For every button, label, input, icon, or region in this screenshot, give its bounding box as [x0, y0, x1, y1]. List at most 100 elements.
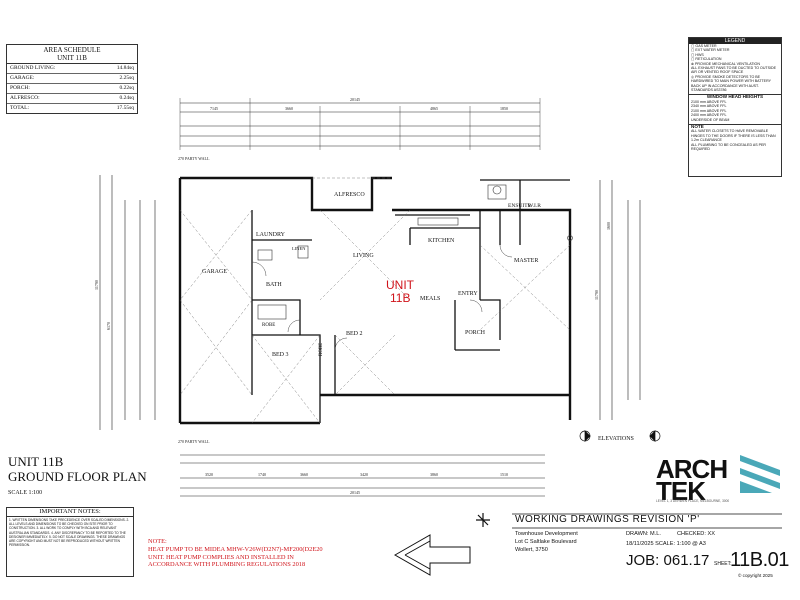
legend-panel: LEGEND ▢ GAS METER ▢ EXT WATER METER ▢ H…	[688, 37, 782, 177]
area-value: 14.84sq	[116, 65, 134, 71]
drawn-by: DRAWN: M.L.	[626, 531, 661, 537]
project-site-2: Wollert, 3750	[515, 547, 548, 553]
drawing-scale: SCALE 1:100	[8, 490, 43, 496]
area-label: GARAGE:	[10, 75, 35, 81]
window-row: 2100 mm ABOVE FFL	[691, 99, 727, 104]
area-value: 0.24sq	[119, 95, 134, 101]
area-schedule-title: AREA SCHEDULE	[43, 46, 101, 54]
area-row-total: TOTAL: 17.55sq	[7, 104, 137, 113]
area-schedule-subtitle: UNIT 11B	[57, 54, 87, 62]
room-bath: BATH	[266, 282, 282, 288]
window-head-heights-title: WINDOW HEAD HEIGHTS	[689, 94, 781, 99]
important-notes: IMPORTANT NOTES: 1. WRITTEN DIMENSIONS T…	[6, 507, 134, 577]
area-label: PORCH:	[10, 85, 30, 91]
dim-top-2: 3660	[285, 106, 293, 111]
room-bed2: BED 2	[346, 331, 363, 337]
company-address: LEVEL 1, 3 DERWEN PLACE, MELBOURNE, 3000	[656, 499, 730, 503]
party-wall-bottom: 270 PARTY WALL	[178, 439, 210, 444]
room-ensuite: ENSUITE	[508, 203, 532, 209]
legend-title: LEGEND	[689, 38, 781, 44]
room-kitchen: KITCHEN	[428, 238, 455, 244]
dimension-labels: 20145 7145 3660 4865 1850 20145 3520 174…	[94, 97, 611, 495]
area-value: 17.55sq	[116, 105, 134, 111]
heat-pump-note-title: NOTE:	[148, 538, 167, 545]
legend-item-text: EXT WATER METER	[695, 48, 730, 53]
area-label: TOTAL:	[10, 105, 30, 111]
north-arrow-icon	[393, 534, 471, 576]
heat-pump-note-line: HEAT PUMP TO BE MIDEA MHW-V26W(D2N7)-MF2…	[148, 545, 323, 553]
company-logo-text: ARCH TEK	[656, 454, 728, 506]
unit-label-line2: 11B	[390, 291, 410, 305]
area-label: GROUND LIVING:	[10, 65, 56, 71]
legend-item: ▢ HWS	[691, 52, 704, 57]
room-laundry: LAUNDRY	[256, 232, 286, 238]
dim-top-3: 4865	[430, 106, 438, 111]
room-meals: MEALS	[420, 296, 440, 302]
legend-item-text: RETICULATION	[695, 57, 722, 62]
window-row: 2100 mm ABOVE FFL	[691, 108, 727, 113]
legend-item: ALL EXHAUST FANS TO BE DUCTED TO OUTSIDE…	[689, 66, 781, 75]
drawing-title-plan: GROUND FLOOR PLAN	[8, 469, 147, 484]
dim-top-4: 1850	[500, 106, 508, 111]
drawing-title-unit: UNIT 11B	[8, 454, 64, 469]
room-robe-1: ROBE	[262, 323, 275, 328]
dim-bottom-overall: 20145	[350, 490, 360, 495]
room-alfresco: ALFRESCO	[334, 192, 365, 198]
dim-left-1: 11790	[94, 280, 99, 290]
dim-right-1: 11790	[594, 290, 599, 300]
dim-bottom-2: 1740	[258, 472, 266, 477]
unit-label-line1: UNIT	[386, 278, 415, 292]
dim-top-1: 7145	[210, 106, 218, 111]
legend-item: ▢ RETICULATION	[691, 57, 722, 62]
legend-item-text: PROVIDE MECHANICAL VENTILATION	[695, 61, 760, 66]
project-name: Townhouse Development	[515, 531, 578, 537]
elevations-label: ELEVATIONS	[598, 436, 634, 442]
area-schedule-header: AREA SCHEDULE UNIT 11B	[7, 45, 137, 64]
important-notes-body: 1. WRITTEN DIMENSIONS TAKE PRECEDENCE OV…	[9, 518, 130, 548]
area-schedule: AREA SCHEDULE UNIT 11B GROUND LIVING: 14.…	[6, 44, 138, 114]
area-row-alfresco: ALFRESCO: 0.24sq	[7, 94, 137, 104]
room-wir: W.I.R	[528, 203, 541, 209]
legend-note-title: NOTE	[689, 123, 781, 129]
area-row-porch: PORCH:0.22sq	[7, 84, 137, 94]
room-robe-2: ROBE	[319, 343, 324, 356]
project-info: Townhouse Development Lot C Saltlake Bou…	[515, 530, 578, 554]
room-living: LIVING	[353, 253, 374, 259]
legend-item-text: PROVIDE SMOKE DETECTORS TO BE HARDWIRED …	[691, 74, 771, 93]
dim-bottom-3: 3660	[300, 472, 308, 477]
dim-bottom-5: 3860	[430, 472, 438, 477]
dim-bottom-6: 1510	[500, 472, 508, 477]
party-wall-top: 270 PARTY WALL	[178, 156, 210, 161]
legend-item: ▢ GAS METER	[691, 44, 717, 48]
important-notes-title: IMPORTANT NOTES:	[7, 508, 133, 517]
approval-seal-icon	[476, 513, 490, 527]
sheet-number: 11B.01	[730, 549, 789, 571]
legend-note: ALL WATER CLOSETS TO HAVE REMOVABLE HING…	[691, 129, 776, 143]
archtek-logo-icon	[740, 455, 780, 493]
area-value: 2.25sq	[119, 75, 134, 81]
dim-top-overall: 20145	[350, 97, 360, 102]
legend-item-text: ALL EXHAUST FANS TO BE DUCTED TO OUTSIDE…	[691, 66, 777, 75]
legend-item-text: GAS METER	[695, 44, 717, 48]
heat-pump-note-line: UNIT. HEAT PUMP COMPLIES AND INSTALLED I…	[148, 553, 294, 561]
dim-right-2: 1600	[606, 222, 611, 230]
window-row: 2400 mm ABOVE FFL	[691, 113, 727, 118]
project-site-1: Lot C Saltlake Boulevard	[515, 539, 577, 545]
room-porch: PORCH	[465, 330, 486, 336]
job-number: JOB: 061.17	[626, 552, 710, 569]
drawing-title: UNIT 11B GROUND FLOOR PLAN	[8, 454, 147, 484]
legend-item: ▢ EXT WATER METER	[691, 48, 730, 53]
area-row-ground: GROUND LIVING: 14.84sq	[7, 64, 137, 74]
window-row: UNDERSIDE OF BEAM	[691, 117, 730, 122]
area-label: ALFRESCO:	[10, 95, 40, 101]
title-block-box	[512, 513, 782, 529]
revision-heading: WORKING DRAWINGS REVISION 'P'	[515, 514, 700, 525]
heat-pump-note: NOTE: HEAT PUMP TO BE MIDEA MHW-V26W(D2N…	[148, 538, 348, 569]
legend-item-text: HWS	[695, 52, 704, 57]
room-entry: ENTRY	[458, 291, 478, 297]
dim-left-2: 6170	[106, 322, 111, 330]
legend-item: ◎ PROVIDE SMOKE DETECTORS TO BE HARDWIRE…	[691, 74, 771, 93]
copyright: © copyright 2025	[738, 573, 773, 578]
dim-bottom-1: 3520	[205, 472, 213, 477]
